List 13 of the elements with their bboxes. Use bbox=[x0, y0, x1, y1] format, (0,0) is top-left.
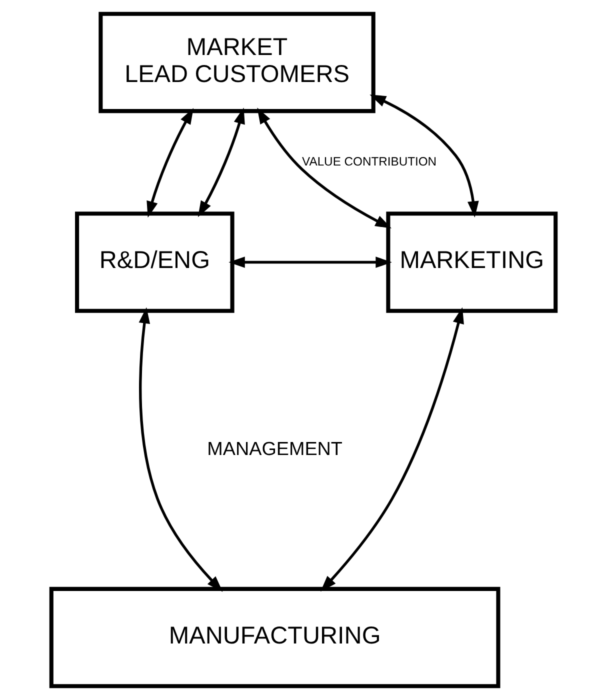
node-box: MARKETING bbox=[386, 212, 558, 313]
label: MANAGEMENT bbox=[207, 438, 342, 460]
arrow bbox=[146, 108, 194, 218]
arrow bbox=[257, 108, 392, 228]
edge-label: VALUE CONTRIBUTION bbox=[302, 154, 437, 168]
arrow bbox=[198, 108, 245, 218]
arrow bbox=[138, 307, 223, 592]
arrow bbox=[370, 94, 479, 218]
arrow bbox=[228, 256, 392, 268]
node-box: R&D/ENG bbox=[75, 212, 234, 313]
arrow bbox=[320, 307, 464, 592]
node-box: MANUFACTURING bbox=[49, 586, 500, 688]
node-box: MARKET LEAD CUSTOMERS bbox=[98, 12, 376, 114]
